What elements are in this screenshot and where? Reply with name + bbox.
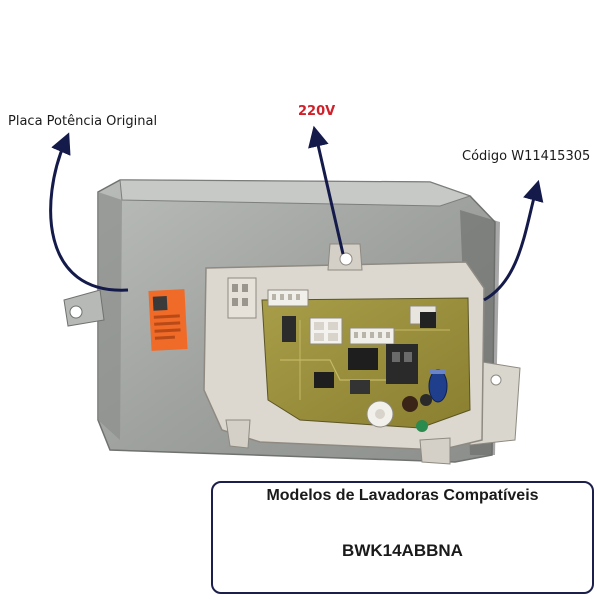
placa-potencia-label: Placa Potência Original xyxy=(8,114,158,129)
voltage-label: 220V xyxy=(298,104,336,119)
capacitor-icon xyxy=(366,369,448,432)
compatible-models-box: Modelos de Lavadoras Compatíveis BWK14AB… xyxy=(211,481,594,594)
relay-icon xyxy=(282,316,418,394)
codigo-label: Código W11415305 xyxy=(462,149,591,164)
arrow-center xyxy=(308,125,345,255)
compatible-model-code: BWK14ABBNA xyxy=(342,541,463,560)
connector-icon xyxy=(267,289,437,345)
arrow-left xyxy=(49,132,129,292)
arrow-right xyxy=(483,179,544,302)
compatible-models-title: Modelos de Lavadoras Compatíveis xyxy=(266,487,539,504)
label-sticker xyxy=(148,289,188,351)
